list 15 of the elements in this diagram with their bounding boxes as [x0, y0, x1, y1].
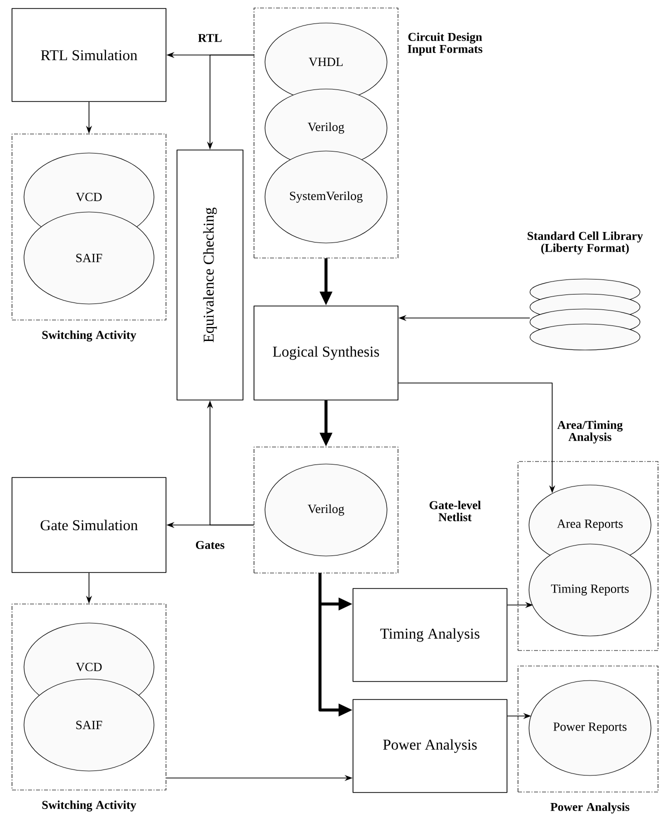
process-box: Gate Simulation [12, 477, 166, 573]
group-heading: Power Analysis [550, 802, 630, 814]
process-box: Timing Analysis [352, 588, 508, 682]
group-heading: Area/Timing Analysis [557, 420, 623, 444]
process-box: RTL Simulation [12, 8, 166, 102]
process-box: Equivalence Checking [176, 150, 244, 400]
edge-label: RTL [196, 33, 224, 43]
edge-label: Gates [194, 540, 226, 550]
group-heading: Switching Activity [42, 330, 136, 342]
group-heading: Gate-level Netlist [430, 500, 481, 522]
process-box: Power Analysis [352, 699, 508, 793]
library-heading: Standard Cell Library (Liberty Format) [528, 232, 643, 254]
process-box: Logical Synthesis [254, 306, 398, 400]
group-heading: Circuit Design Input Formats [408, 32, 482, 56]
group-heading: Switching Activity [42, 800, 136, 812]
